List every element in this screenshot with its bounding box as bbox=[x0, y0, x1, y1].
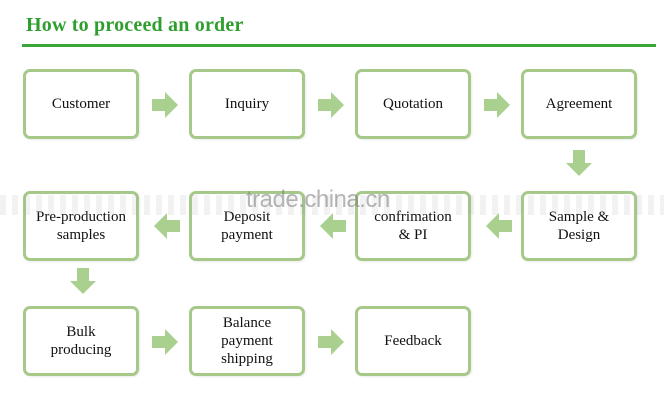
arrow-down-icon bbox=[70, 268, 96, 294]
step-pre-production-samples: Pre-production samples bbox=[23, 191, 139, 261]
step-quotation: Quotation bbox=[355, 69, 471, 139]
arrow-right-icon bbox=[484, 92, 510, 118]
arrow-right-icon bbox=[318, 92, 344, 118]
page-title: How to proceed an order bbox=[26, 14, 244, 36]
step-deposit-payment: Deposit payment bbox=[189, 191, 305, 261]
arrow-left-icon bbox=[154, 213, 180, 239]
arrow-down-icon bbox=[566, 150, 592, 176]
arrow-right-icon bbox=[318, 329, 344, 355]
step-confirmation-pi: confrimation & PI bbox=[355, 191, 471, 261]
arrow-right-icon bbox=[152, 329, 178, 355]
step-agreement: Agreement bbox=[521, 69, 637, 139]
arrow-left-icon bbox=[486, 213, 512, 239]
title-underline bbox=[22, 44, 656, 47]
step-bulk-producing: Bulk producing bbox=[23, 306, 139, 376]
step-customer: Customer bbox=[23, 69, 139, 139]
step-feedback: Feedback bbox=[355, 306, 471, 376]
arrow-right-icon bbox=[152, 92, 178, 118]
step-sample-design: Sample & Design bbox=[521, 191, 637, 261]
step-balance-payment-shipping: Balance payment shipping bbox=[189, 306, 305, 376]
arrow-left-icon bbox=[320, 213, 346, 239]
step-inquiry: Inquiry bbox=[189, 69, 305, 139]
